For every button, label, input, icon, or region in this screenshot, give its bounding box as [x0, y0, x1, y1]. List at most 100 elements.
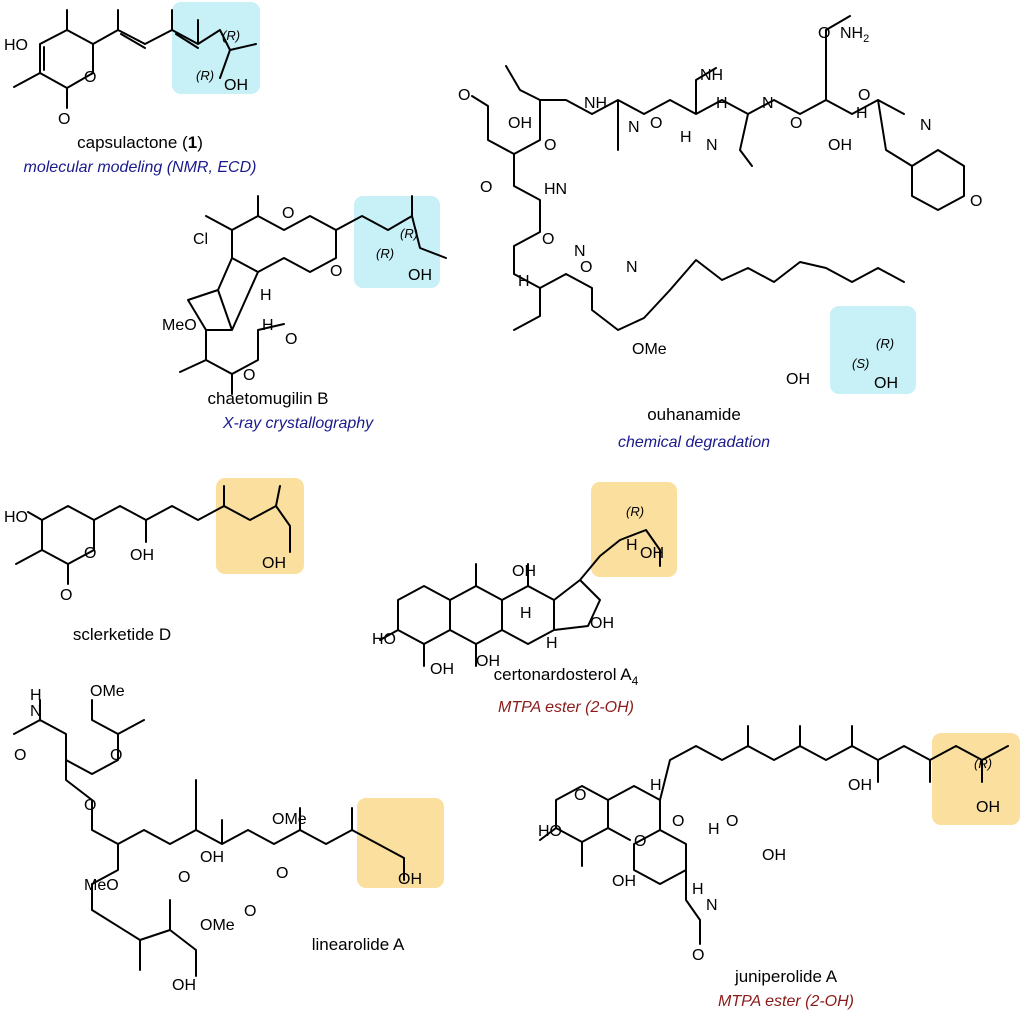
- juniperolide-stereo-1: (R): [974, 756, 992, 771]
- juniperolide-atom-o2: O: [634, 833, 646, 850]
- capsulactone-atom-o2: O: [58, 111, 70, 128]
- certonardosterol-method: MTPA ester (2-OH): [498, 699, 634, 716]
- ouhanamide-stereo-1: (S): [852, 356, 869, 371]
- sclerketide-structure: HO O O OH OH: [4, 485, 291, 604]
- ouhanamide-name: ouhanamide: [647, 405, 741, 424]
- sclerketide-atom-oh1: OH: [130, 547, 154, 564]
- certonardosterol-orange-highlight: [591, 482, 677, 577]
- ouhanamide-atom-o1: N: [628, 119, 640, 136]
- ouhanamide-method: chemical degradation: [618, 434, 770, 451]
- sclerketide-name: sclerketide D: [73, 625, 171, 644]
- ouhanamide-atom-o8: H: [518, 273, 530, 290]
- juniperolide-structure: H O O HO O H O OH OH OH H N O OH (R): [538, 725, 1009, 964]
- ouhanamide-structure: O NH2 NH OH NH N O H H N O N O H N OH O …: [458, 15, 982, 392]
- chaetomugilin-blue-highlight: [354, 196, 440, 288]
- certonardosterol-structure: H OH H H OH HO OH OH OH (R): [372, 504, 664, 678]
- linearolide-atom-n: N: [30, 703, 42, 720]
- ouhanamide-nh2-sub: 2: [863, 33, 869, 45]
- sclerketide-atom-ho: HO: [4, 509, 28, 526]
- ouhanamide-atom-nh1: OH: [508, 115, 532, 132]
- certonardosterol-atom-oh1: OH: [512, 563, 536, 580]
- juniperolide-atom-o5: O: [692, 947, 704, 964]
- ouhanamide-atom-n2: H: [716, 95, 728, 112]
- capsulactone-name: capsulactone (1): [77, 133, 203, 152]
- linearolide-atom-o5: O: [276, 865, 288, 882]
- chaetomugilin-name: chaetomugilin B: [208, 389, 329, 408]
- chaetomugilin-stereo-2: (R): [400, 226, 418, 241]
- certonardosterol-atom-oh4: OH: [476, 653, 500, 670]
- linearolide-atom-ome2: OMe: [272, 811, 307, 828]
- ouhanamide-atom-nh2b: O: [650, 115, 662, 132]
- sclerketide-atom-o2: O: [60, 587, 72, 604]
- ouhanamide-atom-o4: OH: [828, 137, 852, 154]
- capsulactone-name-main: capsulactone (: [77, 133, 188, 152]
- capsulactone-atom-o1: O: [84, 69, 96, 86]
- juniperolide-orange-highlight: [932, 733, 1020, 825]
- certonardosterol-name: certonardosterol A4: [494, 665, 639, 688]
- juniperolide-atom-h2: H: [708, 821, 720, 838]
- capsulactone-atom-oh: OH: [224, 77, 248, 94]
- ouhanamide-atom-oh1: NH: [700, 67, 723, 84]
- chaetomugilin-atom-o1: O: [282, 205, 294, 222]
- ouhanamide-atom-o-amide: O: [818, 25, 830, 42]
- certonardosterol-name-sub: 4: [632, 674, 639, 688]
- chaetomugilin-atom-oh: OH: [408, 267, 432, 284]
- juniperolide-method: MTPA ester (2-OH): [718, 993, 854, 1010]
- ouhanamide-nh2-main: NH: [840, 25, 863, 42]
- linearolide-atom-o3: O: [84, 797, 96, 814]
- juniperolide-atom-oh1: OH: [762, 847, 786, 864]
- linearolide-atom-o2: O: [110, 747, 122, 764]
- capsulactone-stereo-1: (R): [196, 68, 214, 83]
- linearolide-atom-ome1: OMe: [90, 683, 125, 700]
- ouhanamide-atom-oh4: OH: [786, 371, 810, 388]
- linearolide-atom-o6: O: [244, 903, 256, 920]
- sclerketide-orange-highlight: [216, 478, 304, 574]
- ouhanamide-atom-h3: N: [574, 243, 586, 260]
- linearolide-atom-oh2: OH: [172, 977, 196, 994]
- linearolide-atom-h: H: [30, 687, 42, 704]
- chaetomugilin-structure: Cl O O H H MeO O O OH (R) (R): [162, 195, 447, 395]
- juniperolide-atom-oh4: OH: [976, 799, 1000, 816]
- linearolide-atom-o4: O: [178, 869, 190, 886]
- captions: capsulactone (1) molecular modeling (NMR…: [24, 133, 854, 1010]
- juniperolide-atom-o1: O: [574, 787, 586, 804]
- juniperolide-atom-o4: O: [726, 813, 738, 830]
- chaetomugilin-atom-o3: O: [285, 331, 297, 348]
- juniperolide-name: juniperolide A: [734, 967, 838, 986]
- certonardosterol-atom-ho: HO: [372, 631, 396, 648]
- capsulactone-atom-ho: HO: [4, 37, 28, 54]
- certonardosterol-stereo-1: (R): [626, 504, 644, 519]
- chaetomugilin-atom-cl: Cl: [193, 231, 208, 248]
- sclerketide-atom-o1: O: [84, 545, 96, 562]
- juniperolide-atom-oh3: OH: [848, 777, 872, 794]
- capsulactone-structure: HO O O OH (R) (R): [4, 9, 257, 128]
- chaetomugilin-atom-h2: H: [262, 317, 274, 334]
- capsulactone-blue-highlight: [172, 2, 260, 94]
- juniperolide-atom-n: N: [706, 897, 718, 914]
- certonardosterol-atom-oh2: OH: [590, 615, 614, 632]
- linearolide-orange-highlight: [357, 798, 444, 888]
- ouhanamide-atom-o2: N: [706, 137, 718, 154]
- capsulactone-method: molecular modeling (NMR, ECD): [24, 159, 257, 176]
- ouhanamide-atom-o5: O: [458, 87, 470, 104]
- ouhanamide-atom-n1: NH: [584, 95, 607, 112]
- sclerketide-atom-oh2: OH: [262, 555, 286, 572]
- certonardosterol-atom-oh5: OH: [640, 545, 664, 562]
- chaetomugilin-atom-o4: O: [243, 367, 255, 384]
- certonardosterol-atom-h2: H: [520, 605, 532, 622]
- capsulactone-name-bold: 1: [188, 133, 197, 152]
- ouhanamide-stereo-2: (R): [876, 336, 894, 351]
- linearolide-atom-meo: MeO: [84, 877, 119, 894]
- chaetomugilin-method: X-ray crystallography: [222, 415, 374, 432]
- ouhanamide-blue-highlight: [830, 306, 916, 394]
- ouhanamide-atom-o7: HN: [544, 181, 567, 198]
- ouhanamide-atom-n6: O: [580, 259, 592, 276]
- ouhanamide-atom-h2: O: [858, 87, 870, 104]
- ouhanamide-atom-nh2: NH2: [840, 25, 869, 45]
- ouhanamide-atom-n5: O: [542, 231, 554, 248]
- certonardosterol-atom-oh3: OH: [430, 661, 454, 678]
- capsulactone-stereo-2: (R): [222, 28, 240, 43]
- chaetomugilin-stereo-1: (R): [376, 246, 394, 261]
- juniperolide-atom-oh2: OH: [612, 873, 636, 890]
- juniperolide-atom-o3: O: [672, 813, 684, 830]
